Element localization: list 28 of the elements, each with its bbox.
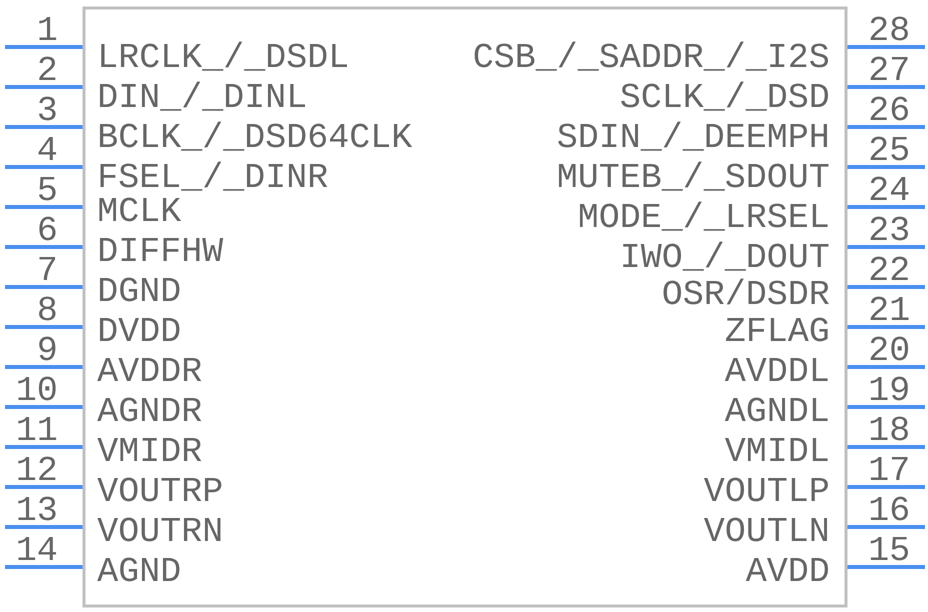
pin-name: VOUTRP [97, 478, 222, 502]
pin-name: AGNDL [724, 398, 828, 422]
pin-name: DGND [100, 278, 180, 302]
pin-name: VOUTLP [704, 478, 828, 502]
pin-name: VMIDR [97, 438, 202, 461]
pin-name: AGND [97, 558, 180, 582]
pin-name: CSB_/_SADDR_/_I2S [474, 42, 828, 71]
pin-name: MCLK [99, 198, 182, 222]
pin-name: SDIN_/_DEEMPH [558, 122, 827, 151]
pin-name: VMIDL [724, 438, 828, 461]
pin-name: AGNDR [97, 398, 202, 422]
pin-name: DVDD [100, 318, 180, 341]
pin-name: MUTEB_/_SDOUT [558, 162, 828, 191]
pin-name: ZFLAG [726, 318, 828, 342]
pin-name: AVDDL [724, 358, 828, 381]
pin-name: AVDDR [97, 358, 202, 381]
pin-name: FSEL_/_DINR [100, 162, 328, 191]
pin-name: BCLK_/_DSD64CLK [100, 122, 412, 151]
pin-name: OSR/DSDR [664, 278, 829, 304]
pin-name: SCLK_/_DSD [621, 82, 828, 111]
pin-name: DIFFHW [100, 238, 224, 261]
pin-name: VOUTLN [704, 518, 827, 542]
pin-name: VOUTRN [97, 518, 220, 542]
pin-name: LRCLK_/_DSDL [101, 42, 347, 71]
pin-name: AVDD [746, 558, 828, 581]
pin-name: IWO_/_DOUT [623, 242, 828, 271]
pin-name: DIN_/_DINL [100, 82, 305, 111]
pin-name: MODE_/_LRSEL [580, 202, 828, 231]
